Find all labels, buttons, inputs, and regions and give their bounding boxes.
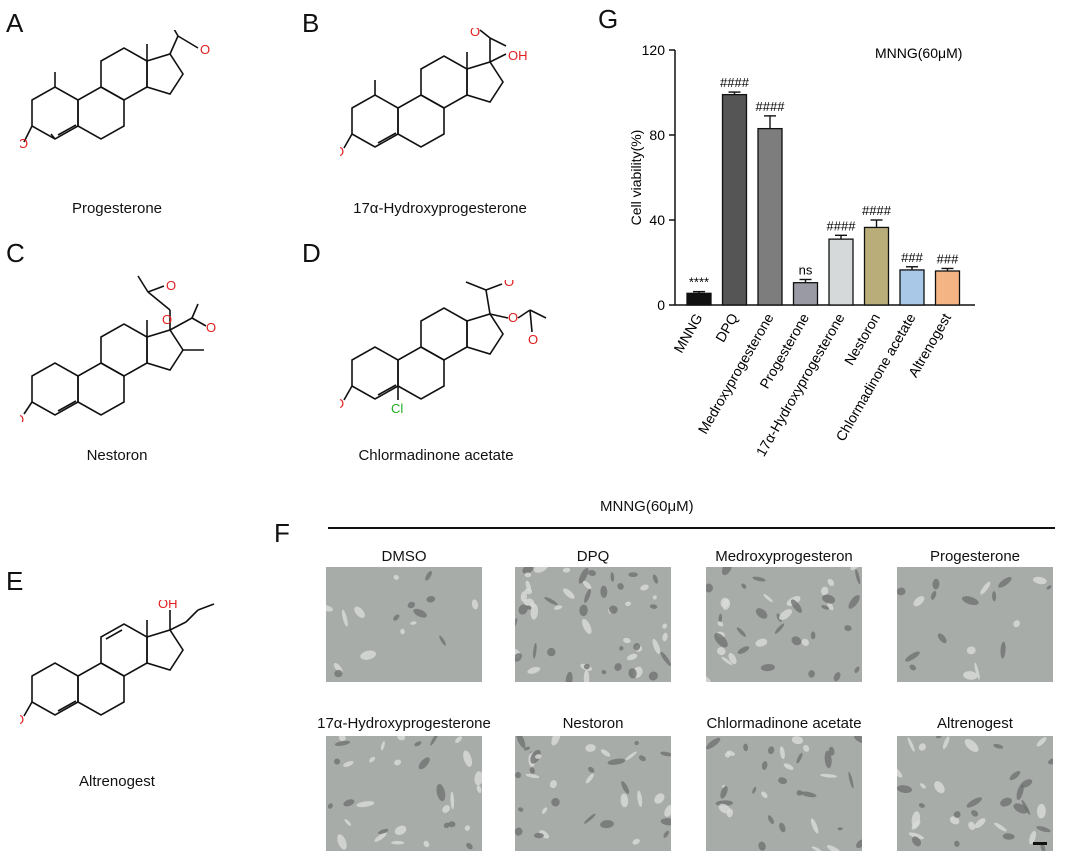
hydroxyprogesterone-structure: O O OH xyxy=(340,28,528,159)
panel-letter-c: C xyxy=(6,238,25,268)
bar xyxy=(899,269,925,306)
svg-text:O: O xyxy=(470,28,480,39)
panel-letter-e: E xyxy=(6,566,24,596)
micrograph-label: 17α-Hydroxyprogesterone xyxy=(317,715,491,732)
y-tick-label: 40 xyxy=(649,212,665,228)
bar xyxy=(757,127,783,306)
micrograph-image xyxy=(515,736,671,851)
micrograph-image xyxy=(897,736,1053,851)
oh-label-e: OH xyxy=(158,600,178,611)
micrograph-label: Medroxyprogesteron xyxy=(715,548,853,565)
significance-label: #### xyxy=(827,218,857,233)
micrograph-label: Chlormadinone acetate xyxy=(706,715,862,732)
panel-letter-d: D xyxy=(302,238,321,268)
svg-text:O: O xyxy=(20,712,24,727)
chart-title: MNNG(60μM) xyxy=(875,45,962,61)
y-axis-label: Cell viability(%) xyxy=(628,130,644,226)
panel-letter-b: B xyxy=(302,8,320,38)
micrograph-image xyxy=(515,567,671,682)
bar xyxy=(686,292,712,306)
y-tick-label: 120 xyxy=(642,42,666,58)
bar xyxy=(863,226,890,306)
svg-text:O: O xyxy=(504,280,514,289)
caption-progesterone: Progesterone xyxy=(71,200,163,217)
caption-chlormadinone: Chlormadinone acetate xyxy=(358,447,514,464)
category-label: MNNG xyxy=(670,311,705,356)
significance-label: #### xyxy=(756,99,786,114)
caption-hydroxyprogesterone: 17α-Hydroxyprogesterone xyxy=(353,200,527,217)
svg-text:O: O xyxy=(20,136,28,151)
svg-text:O: O xyxy=(340,396,344,411)
micrograph-label: DMSO xyxy=(381,548,427,565)
micrograph-image xyxy=(326,736,482,851)
bar xyxy=(721,93,748,306)
micrograph-label: Progesterone xyxy=(929,548,1021,565)
micrograph-image xyxy=(326,567,482,682)
panel-f-rule xyxy=(328,527,1055,529)
panel-letter-a: A xyxy=(6,8,24,38)
bar xyxy=(792,282,819,306)
panel-letter-g: G xyxy=(598,4,619,34)
svg-text:O: O xyxy=(508,310,518,325)
nestoron-structure: O O O O xyxy=(20,275,216,422)
panel-letter-f: F xyxy=(274,518,290,548)
svg-text:O: O xyxy=(528,332,538,347)
chlormadinone-structure: O O O O Cl xyxy=(340,280,547,416)
altrenogest-structure: O OH xyxy=(20,600,215,727)
svg-text:O: O xyxy=(200,42,210,57)
micrograph-label: DPQ xyxy=(576,548,610,565)
progesterone-structure: O O xyxy=(20,30,210,151)
significance-label: ### xyxy=(937,251,959,266)
significance-label: #### xyxy=(720,75,750,90)
significance-label: #### xyxy=(862,203,892,218)
svg-text:O: O xyxy=(166,278,176,293)
caption-altrenogest: Altrenogest xyxy=(79,773,155,790)
svg-text:O: O xyxy=(206,320,216,335)
significance-label: ### xyxy=(901,250,923,265)
cl-label: Cl xyxy=(391,401,403,416)
y-tick-label: 80 xyxy=(649,127,665,143)
svg-text:O: O xyxy=(162,312,172,327)
micrograph-image xyxy=(706,567,862,682)
bar xyxy=(828,238,854,306)
significance-label: **** xyxy=(689,275,709,290)
caption-nestoron: Nestoron xyxy=(86,447,148,464)
micrograph-image xyxy=(706,736,862,851)
category-label: DPQ xyxy=(712,310,741,344)
svg-text:O: O xyxy=(20,412,24,422)
micrograph-image xyxy=(897,567,1053,682)
panel-f-title: MNNG(60μM) xyxy=(600,498,694,515)
bar xyxy=(934,270,961,306)
oh-label-b: OH xyxy=(508,48,528,63)
micrograph-label: Altrenogest xyxy=(937,715,1013,732)
micrograph-label: Nestoron xyxy=(562,715,624,732)
significance-label: ns xyxy=(799,263,813,278)
svg-text:O: O xyxy=(340,144,344,159)
y-tick-label: 0 xyxy=(657,297,665,313)
